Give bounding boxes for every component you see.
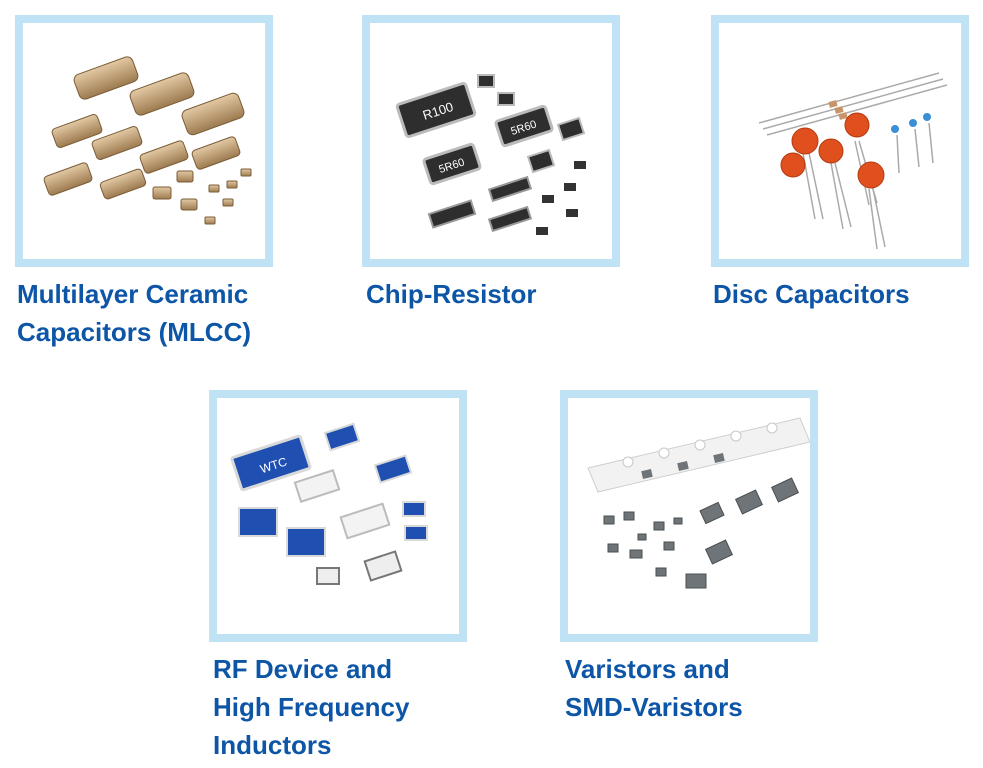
- product-title-line: Varistors and: [565, 654, 730, 684]
- product-title-chip-resistor[interactable]: Chip-Resistor: [366, 275, 536, 313]
- product-title-disc-capacitors[interactable]: Disc Capacitors: [713, 275, 910, 313]
- mlcc-components-image[interactable]: [15, 15, 273, 267]
- product-title-line: Inductors: [213, 730, 332, 760]
- disc-capacitor-illustration: [758, 72, 948, 250]
- chip-resistor-image[interactable]: R100 5R60 5R60: [362, 15, 620, 267]
- product-title-varistors[interactable]: Varistors and SMD-Varistors: [565, 650, 743, 726]
- product-title-line: RF Device and: [213, 654, 393, 684]
- product-title-line: Capacitors (MLCC): [17, 317, 252, 347]
- product-title-rf-inductors[interactable]: RF Device and High Frequency Inductors: [213, 650, 409, 764]
- mlcc-illustration: [43, 56, 252, 225]
- product-title-line: SMD-Varistors: [565, 692, 743, 722]
- product-title-line: Multilayer Ceramic: [17, 279, 249, 309]
- disc-capacitor-image[interactable]: [711, 15, 969, 267]
- chip-resistor-illustration: R100 5R60 5R60: [395, 74, 586, 235]
- varistor-image[interactable]: [560, 390, 818, 642]
- product-title-line: High Frequency: [213, 692, 410, 722]
- rf-inductor-illustration: WTC: [230, 422, 428, 585]
- varistor-illustration: [587, 417, 810, 589]
- product-title-line: Chip-Resistor: [366, 279, 537, 309]
- rf-inductor-image[interactable]: WTC: [209, 390, 467, 642]
- product-title-mlcc[interactable]: Multilayer Ceramic Capacitors (MLCC): [17, 275, 251, 351]
- product-title-line: Disc Capacitors: [713, 279, 910, 309]
